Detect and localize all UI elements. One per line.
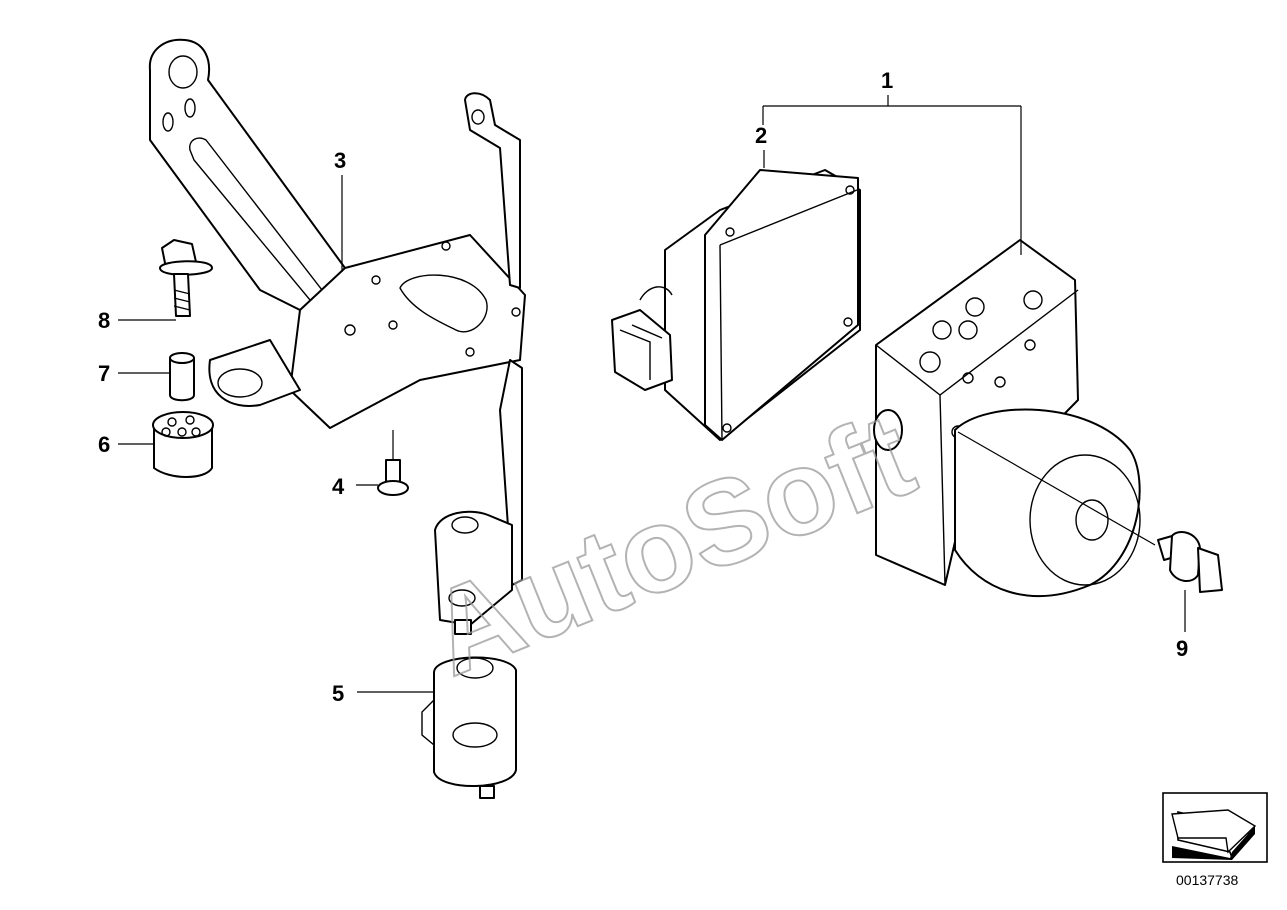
callout-3: 3 bbox=[334, 148, 346, 173]
callout-4: 4 bbox=[332, 474, 345, 499]
direction-arrow-icon bbox=[1162, 792, 1268, 863]
callout-9: 9 bbox=[1176, 636, 1188, 661]
rubber-mount bbox=[421, 656, 517, 799]
callout-labels: 1 2 3 4 5 6 7 8 9 bbox=[98, 68, 1188, 706]
control-unit bbox=[611, 169, 861, 441]
hydraulic-unit bbox=[873, 239, 1156, 598]
leader-lines bbox=[118, 95, 1186, 693]
grommet bbox=[152, 411, 214, 478]
bolt-small bbox=[377, 459, 409, 496]
pressure-sensor bbox=[1157, 531, 1223, 593]
callout-8: 8 bbox=[98, 308, 110, 333]
callout-2: 2 bbox=[755, 123, 767, 148]
bolt bbox=[159, 239, 213, 317]
bracket bbox=[148, 38, 526, 635]
callout-1: 1 bbox=[881, 68, 893, 93]
sleeve bbox=[169, 352, 195, 402]
callout-7: 7 bbox=[98, 361, 110, 386]
callout-6: 6 bbox=[98, 432, 110, 457]
document-number: 00137738 bbox=[1176, 872, 1239, 888]
callout-5: 5 bbox=[332, 681, 344, 706]
